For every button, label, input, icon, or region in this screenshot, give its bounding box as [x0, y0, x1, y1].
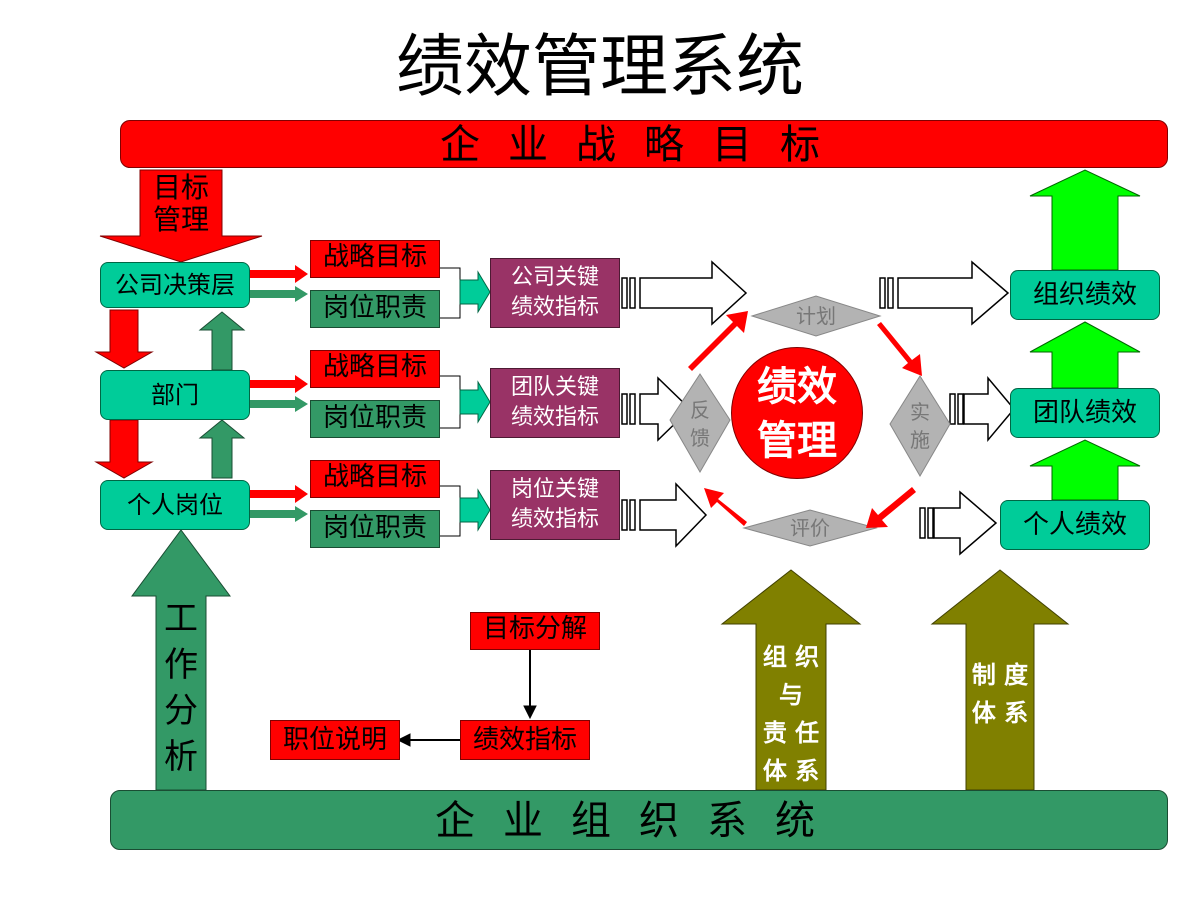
target-mgmt-arrow: [99, 169, 263, 263]
evaluate-diamond: [742, 509, 878, 547]
feedback-to-plan-arrow: [688, 311, 748, 371]
result-arrow-top: [1029, 169, 1141, 271]
plan-diamond: [750, 295, 882, 337]
strategy-goal-bar: 企业战略目标: [120, 120, 1168, 168]
position-kpi-box: 岗位关键绩效指标: [490, 470, 620, 540]
target-mgmt-label: 目标 管理: [152, 171, 209, 236]
org-performance-box: 组织绩效: [1010, 270, 1160, 320]
individual-position-box: 个人岗位: [100, 480, 250, 530]
feedback-diamond: [669, 373, 731, 474]
page-title: 绩效管理系统: [395, 28, 804, 107]
perf-indicator-box: 绩效指标: [460, 720, 590, 760]
strategy-box-3: 战略目标: [310, 460, 440, 498]
level-connectors: [250, 265, 308, 522]
strategy-box-2: 战略目标: [310, 350, 440, 388]
company-kpi-box: 公司关键绩效指标: [490, 258, 620, 328]
goal-decompose-box: 目标分解: [470, 612, 600, 650]
kpi-brackets: [440, 267, 461, 537]
feedback-label: 反馈: [690, 398, 710, 450]
team-kpi-box: 团队关键绩效指标: [490, 368, 620, 438]
plan-label: 计划: [796, 304, 836, 328]
performance-mgmt-circle: 绩效 管理: [731, 347, 863, 479]
cycle-diamonds: [669, 295, 951, 547]
org-responsibility-label: 组 织 与 责 任 体 系: [762, 643, 820, 785]
duty-box-3: 岗位职责: [310, 510, 440, 548]
up-arrow-2: [198, 419, 246, 479]
kpi-connector-arrows: [459, 270, 491, 532]
up-arrow-1: [198, 311, 246, 371]
duty-box-2: 岗位职责: [310, 400, 440, 438]
institution-arrow: [930, 569, 1070, 791]
team-performance-box: 团队绩效: [1010, 388, 1160, 438]
down-arrow-2: [94, 419, 154, 479]
result-arrows: [1029, 169, 1141, 501]
job-description-box: 职位说明: [270, 720, 400, 760]
implement-diamond: [889, 375, 951, 478]
department-box: 部门: [100, 370, 250, 420]
company-decision-box: 公司决策层: [100, 262, 250, 308]
plan-to-implement-arrow: [877, 322, 922, 376]
strategy-box-1: 战略目标: [310, 240, 440, 278]
kpi-to-cycle-arrows: [621, 260, 748, 548]
duty-box-1: 岗位职责: [310, 290, 440, 328]
evaluate-label: 评价: [790, 516, 830, 540]
individual-performance-box: 个人绩效: [1000, 500, 1150, 550]
legend-arrows: [396, 650, 537, 747]
down-arrow-1: [94, 309, 154, 369]
org-system-bar: 企业组织系统: [110, 790, 1168, 850]
implement-label: 实施: [910, 400, 930, 452]
cycle-to-result-arrows: [879, 260, 1015, 556]
work-analysis-label: 工 作 分 析: [164, 599, 198, 777]
institution-label: 制 度 体 系: [971, 661, 1029, 727]
result-arrow-mid: [1029, 321, 1141, 389]
work-analysis-arrow: [131, 529, 231, 791]
implement-to-evaluate-arrow: [866, 487, 916, 528]
org-responsibility-arrow: [720, 569, 862, 791]
cycle-arrows: [688, 311, 922, 528]
evaluate-to-feedback-arrow: [704, 488, 747, 526]
result-arrow-low: [1029, 439, 1141, 501]
olive-arrows: [720, 569, 1070, 791]
